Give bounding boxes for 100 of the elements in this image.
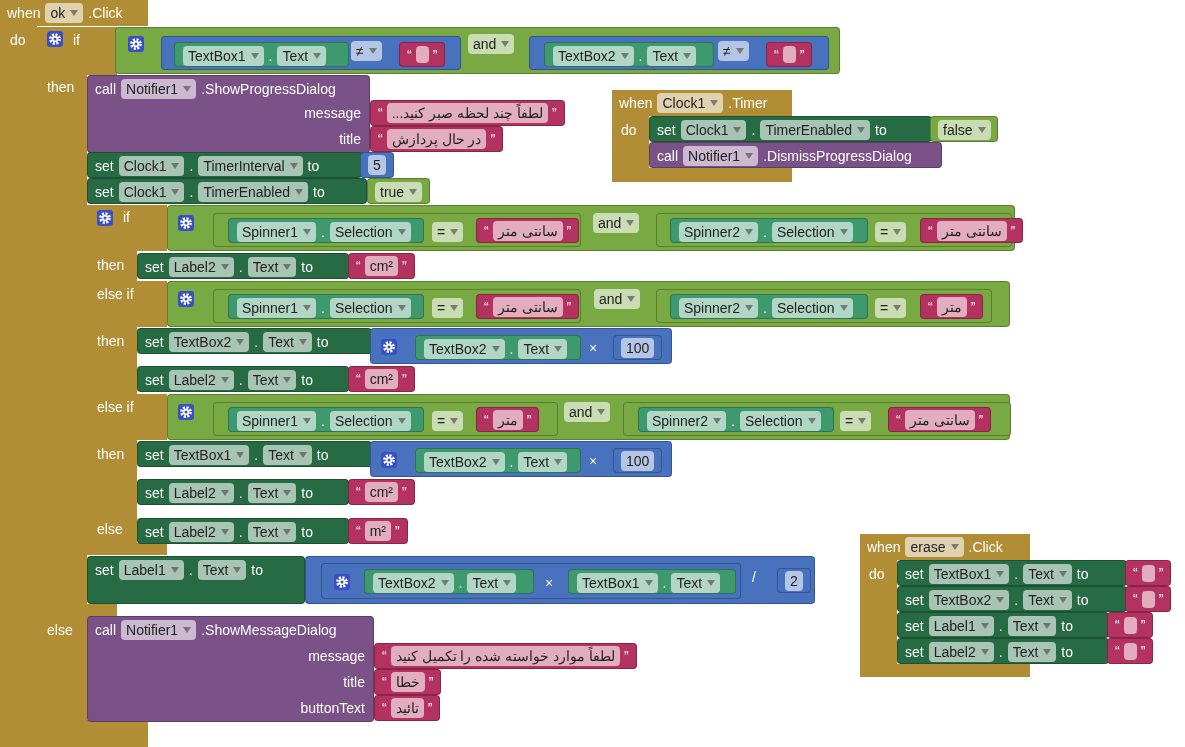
block-label: do [621, 121, 637, 139]
compare-block [213, 213, 581, 247]
quote-mark: ” [566, 297, 572, 316]
block-label: to [1076, 565, 1089, 583]
block-label: . [509, 339, 514, 358]
number-block [360, 152, 394, 178]
block-label: set [145, 484, 164, 502]
dropdown-field: = [840, 411, 872, 431]
quote-mark: ” [1140, 616, 1146, 634]
block-label: set [657, 121, 676, 139]
logic-and-block [167, 281, 1010, 327]
block-label: when [7, 4, 41, 22]
block-label: set [95, 183, 114, 201]
block-label: . [1014, 591, 1019, 609]
block-label: . [321, 222, 325, 241]
property-getter-block [544, 42, 714, 67]
dropdown-field: Text [277, 45, 327, 66]
property-setter-block [649, 116, 932, 142]
property-setter-block [137, 253, 349, 279]
dropdown-field: TextBox2 [424, 451, 505, 472]
dropdown-field: TextBox2 [373, 572, 454, 593]
property-getter-block [174, 42, 349, 67]
quote-mark: ” [1010, 221, 1016, 240]
string-value: cm² [364, 256, 398, 276]
dropdown-field: Text [1023, 564, 1072, 584]
text-string-block [374, 643, 637, 669]
dropdown-field: TextBox2 [928, 590, 1010, 610]
string-value: سانتی متر [904, 409, 975, 430]
quote-mark: “ [378, 104, 383, 122]
dropdown-field: Spinner2 [679, 221, 759, 242]
block-label: to [1076, 591, 1089, 609]
logic-and-block [167, 394, 1010, 440]
dropdown-field: TimerInterval [198, 156, 303, 176]
block-label: .Timer [728, 94, 768, 112]
block-label: buttonText [300, 699, 365, 717]
text-string-block [476, 218, 580, 243]
block-label: . [268, 46, 273, 65]
text-string-block [370, 100, 565, 126]
block-label: when [619, 94, 653, 112]
block-label: set [95, 561, 114, 579]
string-value: در حال پردازش [386, 129, 487, 149]
string-value: m² [364, 521, 391, 541]
quote-mark: “ [1133, 564, 1138, 582]
dropdown-field: Label2 [168, 257, 234, 277]
dropdown-field: TimerEnabled [198, 182, 308, 202]
math-block [321, 563, 741, 599]
string-value: تائید [390, 698, 424, 718]
quote-mark: ” [402, 483, 407, 501]
math-block [305, 556, 815, 604]
quote-mark: ” [1158, 564, 1164, 582]
dropdown-field: Selection [329, 410, 411, 431]
block-label: message [308, 647, 365, 665]
block-label: . [662, 573, 667, 592]
text-string-block [476, 407, 540, 432]
text-string-block [348, 366, 415, 392]
number-block [777, 568, 811, 593]
dropdown-field: and [564, 402, 611, 422]
block-label: to [301, 523, 313, 541]
string-value: لطفاً موارد خواسته شده را تکمیل کنید [390, 646, 620, 666]
block-label: then [97, 256, 125, 274]
block-label: . [998, 643, 1003, 661]
dropdown-field: ok [45, 3, 84, 23]
dropdown-field: Text [197, 560, 247, 580]
quote-mark: “ [928, 297, 933, 316]
compare-block [656, 289, 992, 323]
dropdown-field: Text [263, 445, 312, 465]
quote-mark: “ [1115, 616, 1120, 634]
block-label: . [238, 258, 243, 276]
block-label: set [145, 446, 164, 464]
dropdown-field: Selection [329, 297, 411, 318]
dropdown-field: Clock1 [118, 156, 185, 176]
dropdown-field: Text [247, 257, 297, 277]
quote-mark: ” [970, 297, 976, 316]
block-label: .ShowProgressDialog [201, 80, 336, 98]
method-call-block [649, 142, 942, 168]
property-getter-block [415, 448, 581, 473]
block-label: set [905, 591, 924, 609]
quote-mark: ” [978, 410, 984, 429]
string-value: cm² [364, 482, 398, 502]
block-label: . [998, 617, 1003, 635]
dropdown-field: and [594, 289, 641, 309]
dropdown-field: Text [1023, 590, 1072, 610]
text-string-block [348, 518, 408, 544]
method-call-block [87, 616, 374, 722]
dropdown-field: TextBox1 [183, 45, 264, 66]
string-value: cm² [364, 369, 398, 389]
quote-mark: “ [484, 410, 489, 429]
block-label: . [731, 411, 735, 430]
quote-mark: “ [774, 45, 779, 64]
block-label: . [189, 157, 194, 175]
dropdown-field: false [938, 120, 991, 140]
string-value: متر [936, 296, 967, 317]
block-label: do [10, 31, 26, 49]
block-label: .ShowMessageDialog [201, 621, 337, 639]
text-string-block [1125, 586, 1172, 612]
dropdown-field: Clock1 [118, 182, 185, 202]
quote-mark: ” [428, 673, 434, 691]
block-label: .DismissProgressDialog [763, 147, 912, 165]
text-string-block [888, 407, 992, 432]
dropdown-field: ≠ [718, 41, 749, 61]
